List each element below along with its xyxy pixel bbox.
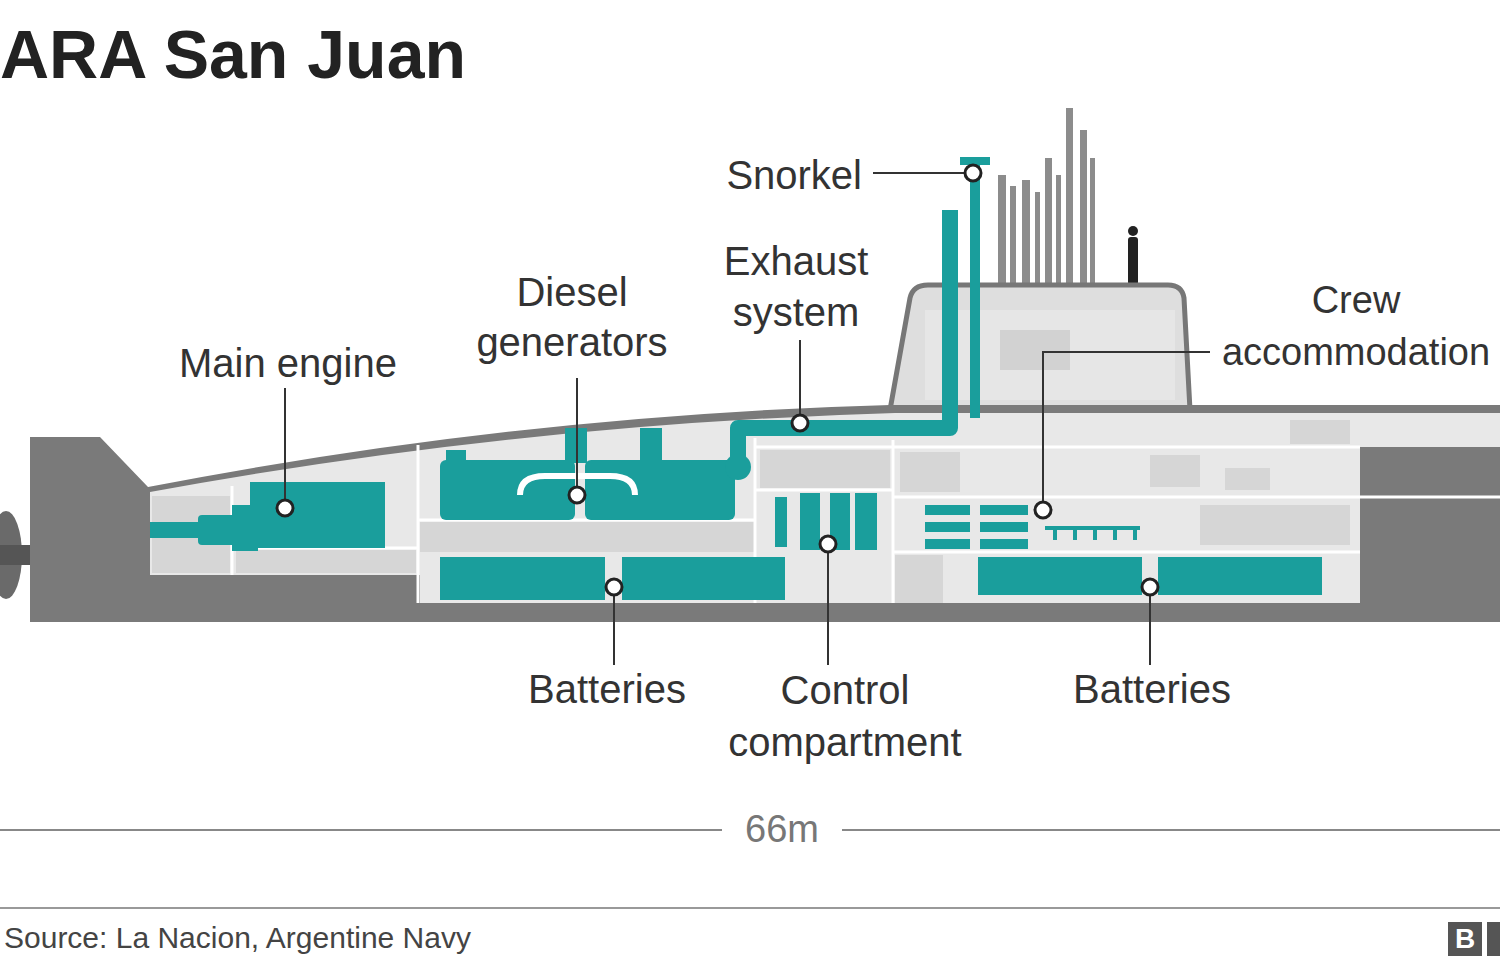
mast — [1045, 158, 1052, 286]
mast — [998, 175, 1006, 287]
part-label: Batteries — [507, 664, 707, 714]
leader-line — [799, 340, 801, 423]
equipment — [900, 452, 960, 492]
dimension-line — [0, 829, 722, 831]
battery-bank — [1158, 557, 1322, 595]
divider — [893, 496, 1500, 499]
compartment-dividers — [232, 438, 1500, 603]
divider — [892, 440, 895, 603]
leader-line — [827, 544, 829, 665]
battery-bank — [440, 557, 605, 600]
leader-dot — [606, 579, 622, 595]
logo-block — [1487, 922, 1500, 956]
control-console — [775, 497, 787, 547]
sail-interior — [925, 310, 1175, 400]
person-head — [1128, 226, 1138, 236]
part-label: Main engine — [138, 338, 438, 388]
propeller-hub — [0, 545, 34, 565]
equipment — [1225, 468, 1270, 490]
leader-dot — [277, 500, 293, 516]
equipment — [236, 550, 416, 573]
generator-part — [446, 450, 466, 462]
leader-dot — [965, 165, 981, 181]
divider — [755, 446, 1360, 449]
leader-line — [873, 172, 973, 174]
logo-block — [1448, 922, 1482, 956]
part-label: Crew accommodation — [1212, 274, 1500, 378]
mast — [1035, 192, 1040, 286]
battery-bank — [622, 557, 785, 600]
leader-line — [576, 378, 578, 495]
leader-dot — [820, 536, 836, 552]
hull-outer — [30, 405, 1500, 622]
equipment — [1150, 455, 1200, 487]
mast — [1022, 180, 1030, 286]
mast-group — [998, 108, 1095, 287]
control-console — [855, 493, 877, 550]
footer-rule — [0, 907, 1500, 909]
hull-interior — [150, 413, 1500, 603]
generator-intake — [640, 428, 662, 463]
equipment — [1200, 505, 1350, 545]
source-caption: Source: La Nacion, Argentine Navy — [4, 920, 904, 956]
sail-equipment — [1000, 330, 1070, 370]
leader-dot — [569, 487, 585, 503]
bunk — [980, 522, 1028, 532]
part-label: Diesel generators — [442, 267, 702, 367]
divider — [893, 551, 1360, 554]
diesel-generator — [585, 460, 735, 520]
leader-line — [1149, 587, 1151, 665]
dimension-line — [842, 829, 1500, 831]
equipment — [1290, 420, 1350, 444]
diesel-generator — [440, 460, 575, 520]
bunk — [925, 505, 970, 515]
leader-line — [1043, 352, 1210, 510]
part-label: Batteries — [1052, 664, 1252, 714]
mast — [1066, 108, 1073, 286]
mast — [1090, 158, 1095, 286]
leader-dots — [277, 165, 1158, 595]
person-body — [1128, 237, 1138, 285]
main-engine — [250, 482, 385, 548]
bunk — [980, 505, 1028, 515]
dimension-label: 66m — [722, 806, 842, 852]
leader-line — [284, 388, 286, 508]
sail-tower — [890, 285, 1190, 410]
leader-line — [613, 587, 615, 665]
bow-section — [1360, 447, 1500, 607]
part-label: Snorkel — [650, 151, 862, 199]
battery-bank — [978, 557, 1142, 595]
logo-letter: B — [1448, 922, 1482, 956]
bunk — [925, 539, 970, 549]
person-silhouette — [1128, 226, 1138, 285]
mast — [1056, 175, 1061, 285]
bunk — [980, 539, 1028, 549]
part-label: Exhaust system — [686, 236, 906, 338]
mess-tables — [1045, 528, 1140, 540]
leader-dot — [1035, 502, 1051, 518]
equipment — [760, 450, 890, 488]
part-label: Control compartment — [710, 664, 980, 768]
snorkel-pipe — [970, 165, 980, 418]
divider — [417, 445, 420, 603]
divider — [755, 489, 893, 492]
mast — [1010, 186, 1016, 286]
leader-dot — [792, 415, 808, 431]
leader-lines — [285, 173, 1210, 665]
bunk — [925, 522, 970, 532]
leader-dot — [1142, 579, 1158, 595]
equipment — [895, 555, 943, 603]
equipment — [420, 522, 755, 552]
mast — [1080, 130, 1087, 286]
control-console — [800, 493, 820, 550]
chart-title: ARA San Juan — [0, 14, 700, 94]
